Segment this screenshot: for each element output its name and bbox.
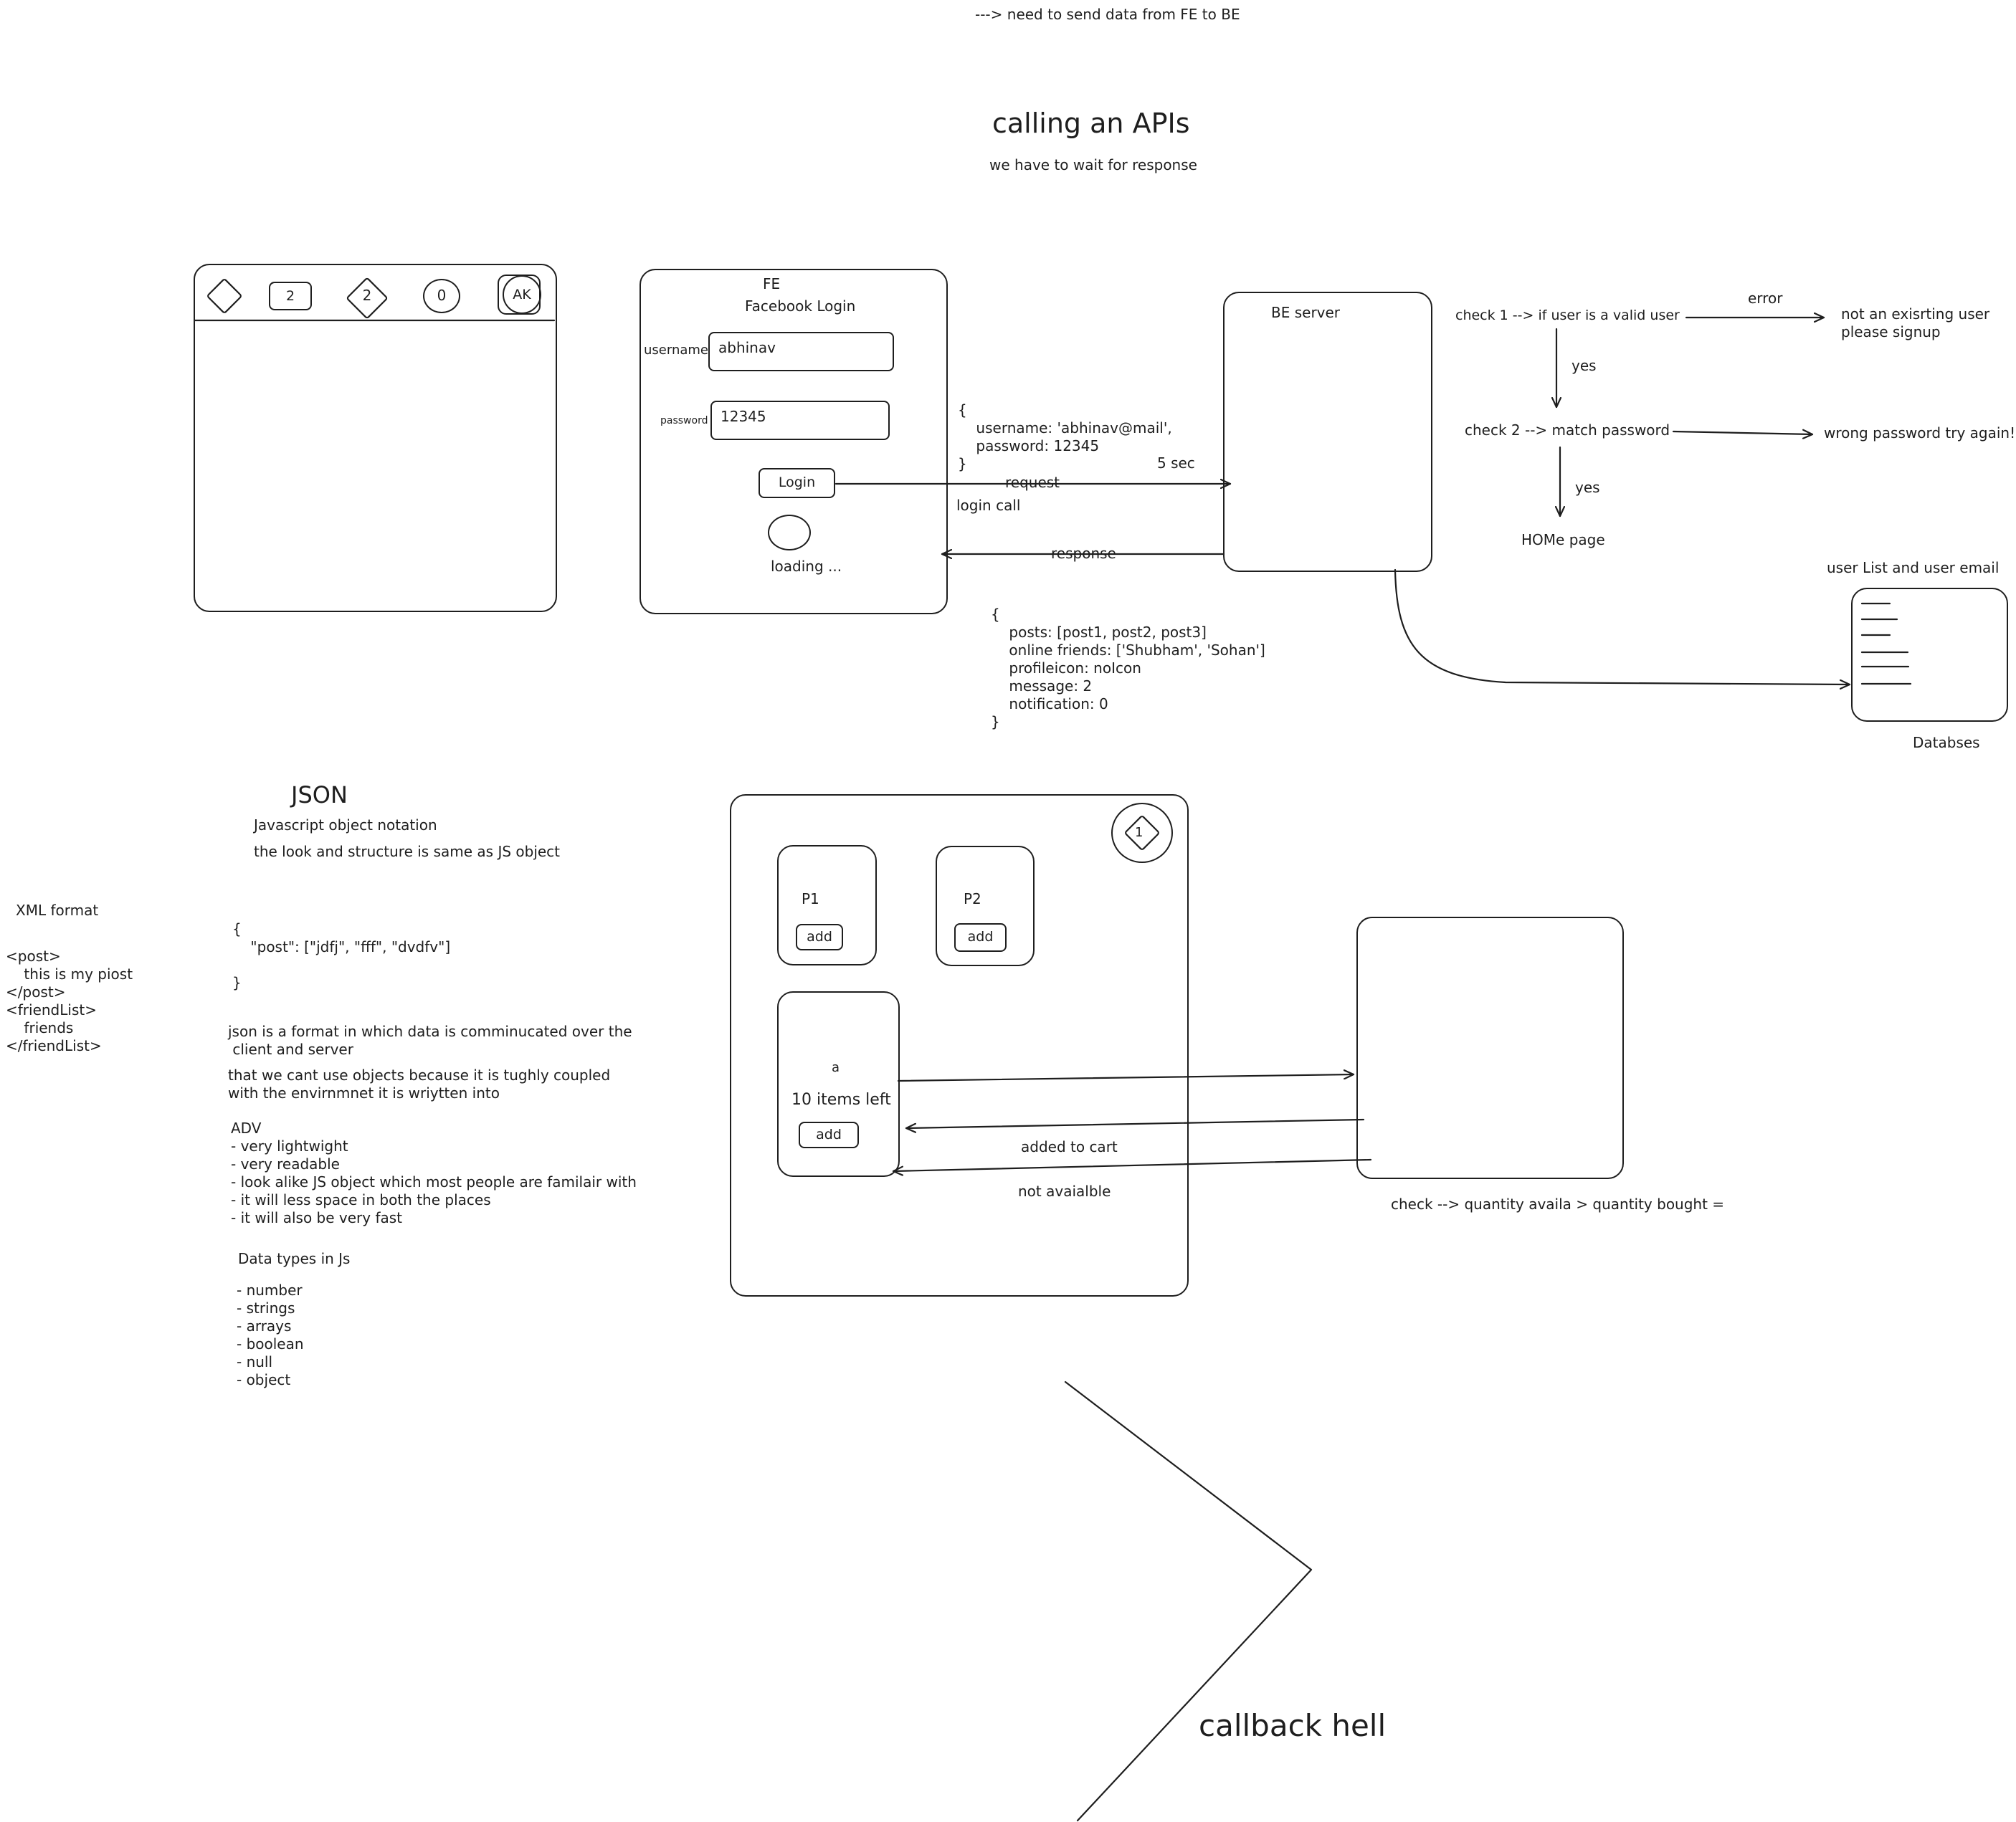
cart-server-box [1356, 917, 1624, 1179]
check-1: check 1 --> if user is a valid user [1455, 307, 1680, 323]
cart-badge-count: 1 [1135, 825, 1143, 840]
cart-badge[interactable] [1111, 803, 1173, 863]
request-label: request [1005, 474, 1060, 491]
product-a-name: a [832, 1060, 840, 1075]
db-connection-arrow [1394, 568, 1851, 685]
add-button-p1[interactable]: add [796, 924, 843, 950]
login-heading: Facebook Login [745, 297, 856, 315]
response-label: response [1051, 545, 1116, 562]
json-example: { "post": ["jdfj", "fff", "dvdfv"] } [232, 920, 451, 991]
json-desc-1: json is a format in which data is commin… [228, 1023, 632, 1058]
added-to-cart-label: added to cart [1021, 1138, 1118, 1155]
home-page-label: HOMe page [1521, 531, 1605, 548]
username-input[interactable]: abhinav [708, 332, 894, 371]
request-time: 5 sec [1157, 454, 1195, 472]
callback-hell-label: callback hell [1199, 1708, 1387, 1743]
avatar[interactable]: AK [503, 275, 541, 314]
header-note: ---> need to send data from FE to BE [975, 6, 1240, 23]
callback-hell-shape [1064, 1380, 1313, 1822]
database-box [1851, 588, 2008, 722]
wrong-arrow [1672, 431, 1814, 434]
home-nav-badge: 0 [437, 287, 447, 304]
home-nav-circle[interactable] [423, 279, 460, 313]
json-line-2: the look and structure is same as JS obj… [254, 843, 561, 860]
error-result: not an exisrting user please signup [1841, 305, 1990, 340]
add-button-p2[interactable]: add [954, 923, 1007, 952]
error-label: error [1748, 290, 1783, 307]
login-button[interactable]: Login [759, 468, 835, 498]
login-call-label: login call [956, 497, 1021, 514]
yes-label-1: yes [1572, 357, 1597, 374]
json-advantages: ADV - very lightwight - very readable - … [231, 1120, 637, 1226]
yes-label-2: yes [1575, 479, 1600, 496]
home-nav-badge[interactable]: 2 [362, 287, 372, 304]
data-types-list: - number - strings - arrays - boolean - … [237, 1282, 304, 1388]
fe-label: FE [763, 275, 781, 292]
json-desc-2: that we cant use objects because it is t… [228, 1067, 611, 1102]
wrong-password-result: wrong password try again!! [1824, 424, 2016, 442]
not-available-arrow [892, 1158, 1372, 1171]
be-server-box [1223, 292, 1432, 572]
xml-body: <post> this is my piost </post> <friendL… [6, 948, 133, 1054]
data-types-title: Data types in Js [238, 1250, 351, 1267]
xml-title: XML format [16, 902, 99, 919]
home-nav-badge[interactable]: 2 [269, 282, 312, 310]
response-payload: { posts: [post1, post2, post3] online fr… [991, 606, 1265, 730]
username-label: username [644, 343, 708, 358]
check-2: check 2 --> match password [1465, 421, 1670, 439]
added-to-cart-arrow [905, 1118, 1365, 1128]
json-line-1: Javascript object notation [254, 816, 437, 834]
cart-page-mock [730, 794, 1189, 1297]
product-p2-name: P2 [964, 890, 981, 907]
product-p1-name: P1 [802, 890, 819, 907]
diamond-icon [346, 277, 388, 319]
home-page-mock [194, 264, 557, 612]
cart-request-arrow [897, 1074, 1355, 1082]
json-title: JSON [291, 781, 348, 809]
password-label: password [660, 415, 708, 426]
database-top-label: user List and user email [1827, 559, 2000, 576]
quantity-check: check --> quantity availa > quantity bou… [1391, 1196, 1725, 1213]
request-payload: { username: 'abhinav@mail', password: 12… [958, 401, 1172, 472]
product-card-p2 [936, 846, 1035, 966]
diamond-icon [207, 279, 242, 313]
not-available-label: not avaialble [1018, 1183, 1111, 1200]
loading-text: loading ... [771, 558, 842, 575]
product-card-p1 [777, 845, 877, 965]
loading-spinner [768, 515, 811, 550]
items-left-label: 10 items left [791, 1091, 891, 1109]
be-server-label: BE server [1271, 304, 1341, 321]
page-subtitle: we have to wait for response [989, 156, 1197, 173]
product-card-a [777, 991, 900, 1177]
login-page-mock [639, 269, 948, 614]
add-button-a[interactable]: add [799, 1122, 859, 1148]
page-title: calling an APIs [992, 108, 1190, 139]
database-bottom-label: Databses [1913, 734, 1980, 751]
password-input[interactable]: 12345 [710, 401, 890, 440]
